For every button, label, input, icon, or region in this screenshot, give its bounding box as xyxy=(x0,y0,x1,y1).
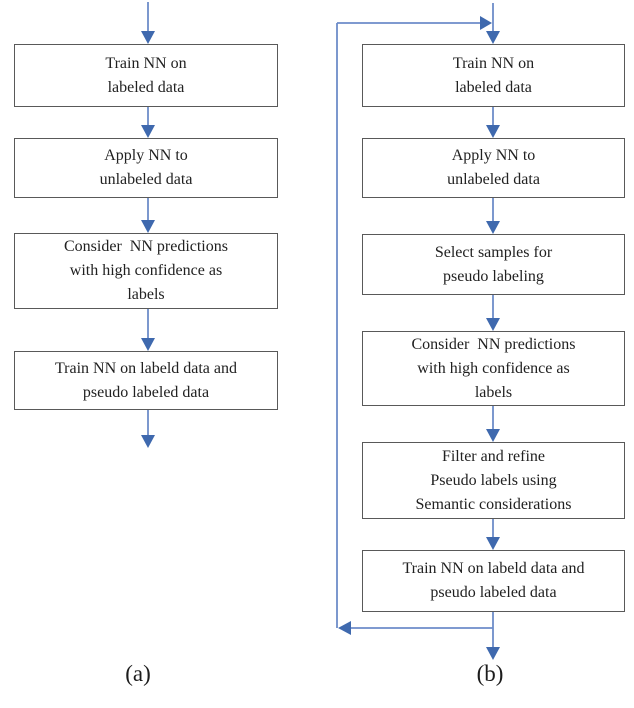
flow-b-box-train-pseudo: Train NN on labeld data and pseudo label… xyxy=(362,550,625,612)
arrow-a-2 xyxy=(141,198,155,233)
arrow-b-3 xyxy=(486,295,500,331)
arrow-b-entry xyxy=(486,3,500,44)
arrow-a-3 xyxy=(141,309,155,351)
flow-a-box-train-labeled: Train NN on labeled data xyxy=(14,44,278,107)
flow-a-box-train-pseudo: Train NN on labeld data and pseudo label… xyxy=(14,351,278,410)
arrow-a-entry xyxy=(141,2,155,44)
arrow-b-4 xyxy=(486,406,500,442)
arrow-a-1 xyxy=(141,107,155,138)
flow-a-box-apply-nn: Apply NN to unlabeled data xyxy=(14,138,278,198)
arrow-b-2 xyxy=(486,198,500,234)
flow-b-box-consider-predictions: Consider NN predictions with high confid… xyxy=(362,331,625,406)
arrow-a-exit xyxy=(141,410,155,448)
arrow-b-5 xyxy=(486,519,500,550)
flow-b-box-train-labeled: Train NN on labeled data xyxy=(362,44,625,107)
feedback-loop xyxy=(336,16,493,635)
arrow-b-1 xyxy=(486,107,500,138)
flow-b-box-apply-nn: Apply NN to unlabeled data xyxy=(362,138,625,198)
flow-b-box-filter-refine: Filter and refine Pseudo labels using Se… xyxy=(362,442,625,519)
flow-b-box-select-samples: Select samples for pseudo labeling xyxy=(362,234,625,295)
caption-a: (a) xyxy=(125,661,151,686)
flow-a-box-consider-predictions: Consider NN predictions with high confid… xyxy=(14,233,278,309)
arrow-b-exit xyxy=(486,612,500,660)
caption-b: (b) xyxy=(476,661,504,686)
